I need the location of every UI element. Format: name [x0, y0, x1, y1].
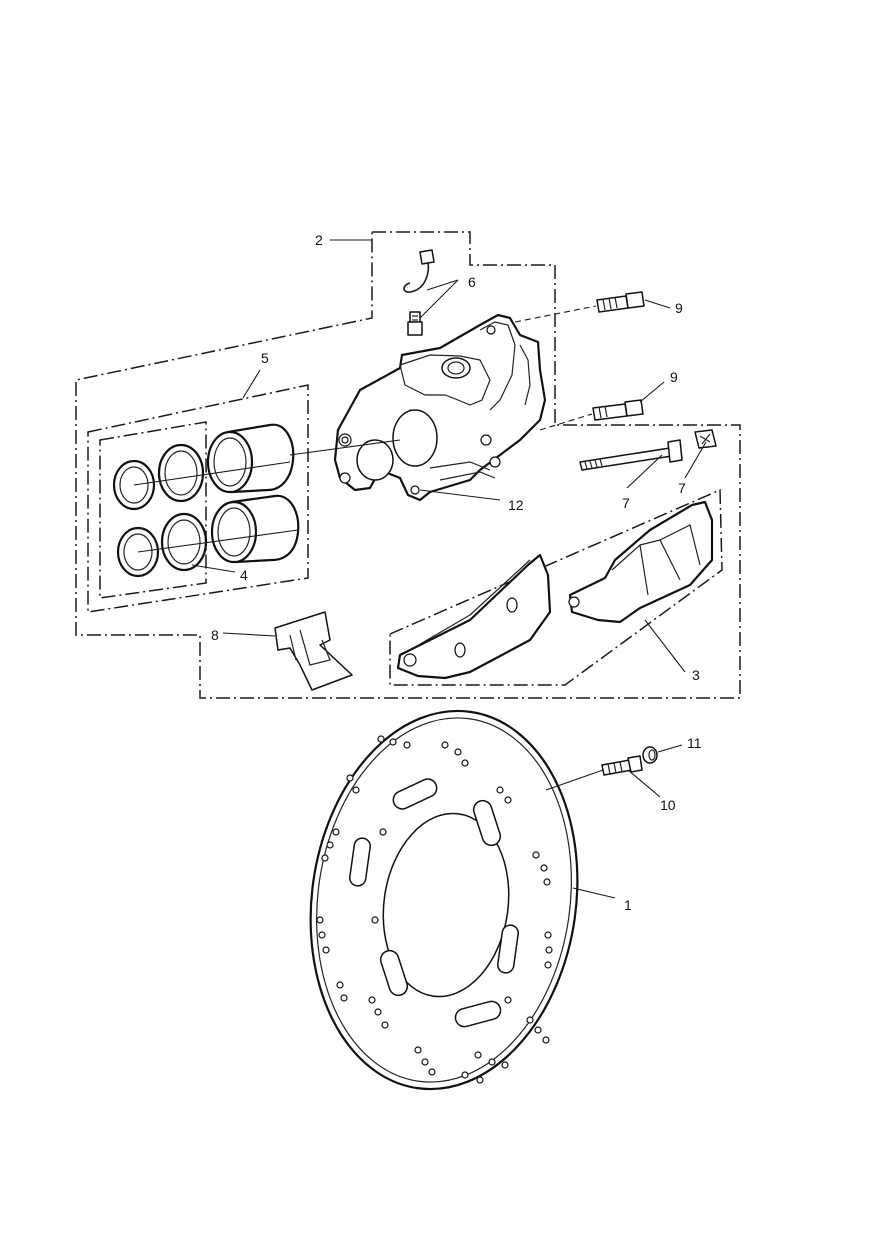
disc-bolt — [601, 755, 643, 776]
disc-drill-holes — [316, 735, 553, 1084]
callout-1: 1 — [624, 897, 632, 913]
caliper-bolt-upper — [596, 291, 645, 313]
callout-12: 12 — [508, 497, 524, 513]
assembly-boundary-2 — [75, 231, 741, 699]
leader-lines — [133, 239, 707, 899]
brake-caliper — [333, 313, 547, 502]
callout-4: 4 — [240, 567, 248, 583]
callout-3: 3 — [692, 667, 700, 683]
disc-bolt-cap — [642, 746, 658, 764]
pad-spring — [274, 611, 353, 691]
callout-9-lower: 9 — [670, 369, 678, 385]
brake-pad-inner — [568, 500, 714, 624]
assembly-boundary-3 — [389, 488, 723, 686]
callout-7-plug: 7 — [678, 480, 686, 496]
brake-pad-outer — [396, 553, 552, 680]
callout-11: 11 — [687, 735, 702, 751]
piston-seals — [112, 443, 208, 578]
callout-8: 8 — [211, 627, 219, 643]
callout-6: 6 — [468, 274, 476, 290]
pin-plug — [694, 429, 717, 449]
callout-2: 2 — [315, 232, 323, 248]
callouts: 1 2 3 4 5 6 7 7 8 9 9 10 11 12 — [211, 232, 702, 913]
assembly-boundary-5 — [87, 384, 309, 613]
bleed-nipple-cap — [403, 249, 435, 293]
pad-retaining-pin — [579, 439, 683, 471]
callout-7-pin: 7 — [622, 495, 630, 511]
pistons — [206, 423, 300, 564]
assembly-boundary-4 — [99, 421, 207, 599]
caliper-bolt-lower — [592, 399, 644, 421]
bleed-nipple — [407, 311, 423, 336]
callout-9-upper: 9 — [675, 300, 683, 316]
callout-5: 5 — [261, 350, 269, 366]
brake-disc — [309, 709, 579, 1091]
callout-10: 10 — [660, 797, 676, 813]
